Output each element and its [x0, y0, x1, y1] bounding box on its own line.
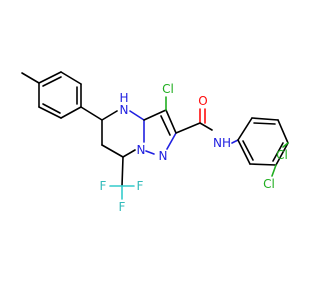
bond-dcp-2d	[253, 122, 276, 125]
bond-c7-n1	[122, 149, 136, 158]
bond-c3-c2	[165, 109, 177, 134]
bond-dcp-4	[275, 142, 289, 166]
atom-cl-para: Cl	[276, 148, 288, 162]
atom-cl-pyrazole: Cl	[162, 82, 174, 96]
atom-nh-amide: NH	[213, 136, 231, 150]
bond-dcp-6	[237, 139, 251, 165]
bond-tolyl-1	[38, 71, 62, 84]
atom-nh-ring: N	[120, 103, 129, 117]
bond-camide-n	[199, 122, 213, 131]
bonds	[21, 71, 289, 200]
molecule-structure: Cl N H N N O NH Cl Cl F F F	[21, 71, 289, 214]
bond-n-aryl	[231, 139, 239, 144]
atom-f-2: F	[137, 179, 144, 193]
bond-tolyl-5	[38, 106, 62, 119]
bond-c6-c7	[101, 144, 124, 158]
atom-o-carbonyl: O	[198, 94, 207, 108]
atom-f-3: F	[119, 200, 126, 214]
bond-tolyl-1d	[42, 76, 62, 87]
bond-c3a-c3	[143, 109, 167, 121]
bond-tolyl-5d	[42, 103, 61, 114]
bond-c5-nh	[101, 110, 118, 121]
bond-n2-n1	[145, 150, 155, 155]
bond-dcp-5	[249, 163, 277, 166]
bond-c3-c2d	[160, 115, 171, 136]
atom-n-pyrazole: N	[159, 149, 168, 163]
bond-dcp-cl-para	[282, 142, 289, 148]
bond-tolyl-c5	[80, 106, 103, 121]
bond-c7-cf3	[121, 156, 124, 187]
bond-dcp-1	[237, 117, 253, 141]
bond-dcp-6d	[242, 140, 254, 161]
bond-c2-camide	[175, 122, 201, 134]
atom-nh-ring-h: H	[119, 91, 128, 105]
atom-labels: Cl N H N N O NH Cl Cl F F F	[100, 82, 288, 214]
bond-dcp-cl-meta	[271, 164, 277, 177]
bond-dcp-3	[277, 119, 289, 144]
bond-methyl	[21, 72, 40, 84]
atom-cl-meta: Cl	[263, 177, 275, 191]
bond-dcp-4d	[272, 142, 284, 162]
bond-c2-n2	[166, 132, 177, 150]
atom-f-1: F	[100, 179, 107, 193]
atom-n-bridge: N	[137, 143, 146, 157]
bond-dcp-2	[251, 117, 279, 121]
bond-nh-c3a	[129, 110, 145, 121]
bond-tolyl-2	[60, 71, 82, 85]
bond-tolyl-4	[60, 106, 82, 119]
